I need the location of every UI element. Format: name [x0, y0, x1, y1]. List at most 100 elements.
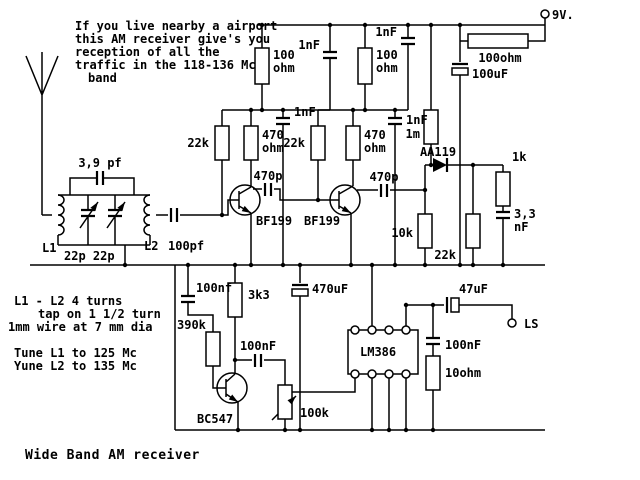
- label-transistor-bf199-2: BF199: [304, 214, 340, 228]
- label-cap-3n3-unit: nF: [514, 220, 528, 234]
- label-resistor-10k: 10k: [391, 226, 413, 240]
- label-cap-100pf: 100pf: [168, 239, 204, 253]
- label-cap-1nf-bypass-s1: 1nF: [294, 105, 316, 119]
- ic-pin: [401, 325, 411, 335]
- resistor-22k-s1-body: [214, 125, 230, 161]
- label-cap-1nf-rail-s1: 1nF: [298, 38, 320, 52]
- label-cap-47uf: 47uF: [459, 282, 488, 296]
- page-title: Wide Band AM receiver: [25, 448, 200, 463]
- intro-line-1: If you live nearby a airport: [75, 19, 277, 33]
- label-resistor-1k: 1k: [512, 150, 527, 164]
- intro-line-5: band: [88, 71, 117, 85]
- rf-stage1-wires: [221, 25, 546, 265]
- resistor-22k-det-body: [465, 213, 481, 249]
- coil-l2: [143, 194, 151, 236]
- resistor-bodies: [205, 33, 529, 420]
- resistor-100ohm-s1-body: [254, 47, 270, 85]
- emitter-arrow-q2: [341, 205, 351, 213]
- label-cap-100nf-coupling: 100nF: [240, 339, 276, 353]
- label-resistor-470ohm-s2-unit: ohm: [364, 141, 386, 155]
- label-resistor-470ohm-s1-unit: ohm: [262, 141, 284, 155]
- label-coil-l2: L2: [144, 239, 158, 253]
- ic-pin: [384, 369, 394, 379]
- cap-47uf-plate: [450, 297, 460, 313]
- note-coil-1: L1 - L2 4 turns: [14, 294, 122, 308]
- resistor-10ohm-body: [425, 355, 441, 391]
- resistor-470ohm-s2-body: [345, 125, 361, 161]
- label-cap-470p-1: 470p: [254, 169, 283, 183]
- emitter-arrow-q1: [241, 205, 251, 213]
- electrolytic-plates: [291, 67, 469, 313]
- label-ic-lm386: LM386: [360, 345, 396, 359]
- ic-pin: [401, 369, 411, 379]
- ic-pin: [367, 369, 377, 379]
- intro-line-4: traffic in the 118-136 Mc: [75, 58, 256, 72]
- ic-pin: [367, 325, 377, 335]
- label-cap-100nf-zobel: 100nF: [445, 338, 481, 352]
- diode-aa119-symbol: [433, 158, 447, 172]
- resistor-390k-body: [205, 331, 221, 367]
- antenna-and-tank-wires: [25, 52, 239, 265]
- text-layer: If you live nearby a airport this AM rec…: [8, 8, 574, 463]
- label-cap-3p9: 3,9 pf: [78, 156, 121, 170]
- coil-l1: [57, 194, 65, 236]
- label-supply-9v: 9V.: [552, 8, 574, 22]
- resistor-100ohm-dropper-body: [467, 33, 529, 49]
- label-resistor-100ohm-s1-value: 100: [273, 48, 295, 62]
- note-coil-3: 1mm wire at 7 mm dia: [8, 320, 153, 334]
- label-cap-3n3-value: 3,3: [514, 207, 536, 221]
- junction-dots: [122, 22, 506, 433]
- label-resistor-470ohm-s2-value: 470: [364, 128, 386, 142]
- resistor-100ohm-s2-body: [357, 47, 373, 85]
- label-cap-1nf-bypass-s2: 1nF: [406, 113, 428, 127]
- label-resistor-100ohm-s2-value: 100: [376, 48, 398, 62]
- ic-pin: [384, 325, 394, 335]
- intro-line-3: reception of all the: [75, 45, 220, 59]
- trimmer-arrow-1: [90, 202, 98, 212]
- note-tune-l1: Tune L1 to 125 Mc: [14, 346, 137, 360]
- ic-lm386: [347, 325, 419, 379]
- label-cap-100uf: 100uF: [472, 67, 508, 81]
- label-pot-100k: 100k: [300, 406, 330, 420]
- emitter-arrow-q3: [228, 394, 238, 402]
- transistor-bodies: [216, 184, 361, 404]
- label-cap-1nf-rail-s2: 1nF: [375, 25, 397, 39]
- audio-section-wires: [187, 265, 513, 430]
- label-transistor-bf199-1: BF199: [256, 214, 292, 228]
- label-resistor-100ohm-s2-unit: ohm: [376, 61, 398, 75]
- label-resistor-390k: 390k: [177, 318, 207, 332]
- resistor-22k-s2-body: [310, 125, 326, 161]
- resistor-1k-body: [495, 171, 511, 207]
- arrowheads: [90, 202, 351, 405]
- resistor-10k-body: [417, 213, 433, 249]
- supply-terminal: [540, 9, 550, 19]
- label-transistor-bc547: BC547: [197, 412, 233, 426]
- power-and-ground-rails: [30, 18, 546, 431]
- ic-pin: [350, 325, 360, 335]
- resistor-1m-body: [423, 109, 439, 145]
- label-cap-470uf: 470uF: [312, 282, 348, 296]
- label-resistor-22k-s1: 22k: [187, 136, 209, 150]
- capacitor-plates: [81, 36, 510, 367]
- label-coil-l1: L1: [42, 241, 56, 255]
- cap-470uf-plate: [291, 288, 309, 297]
- label-resistor-1m: 1m: [406, 127, 420, 141]
- label-resistor-22k-s2: 22k: [283, 136, 305, 150]
- note-coil-2: tap on 1 1/2 turn: [38, 307, 161, 321]
- label-cap-470p-2: 470p: [370, 170, 399, 184]
- resistor-3k3-body: [227, 282, 243, 318]
- label-trimmers-22p: 22p 22p: [64, 249, 115, 263]
- label-resistor-100ohm-dropper: 100ohm: [478, 51, 521, 65]
- label-resistor-10ohm: 10ohm: [445, 366, 481, 380]
- trimmer-arrow-2: [117, 202, 125, 212]
- ic-lm386-body: [347, 329, 419, 375]
- label-speaker-ls: LS: [524, 317, 538, 331]
- pot-wiper-arrow: [287, 396, 296, 405]
- note-tune-l2: Yune L2 to 135 Mc: [14, 359, 137, 373]
- label-resistor-22k-det: 22k: [434, 248, 456, 262]
- label-resistor-3k3: 3k3: [248, 288, 270, 302]
- label-resistor-470ohm-s1-value: 470: [262, 128, 284, 142]
- cap-100uf-plate: [451, 67, 469, 76]
